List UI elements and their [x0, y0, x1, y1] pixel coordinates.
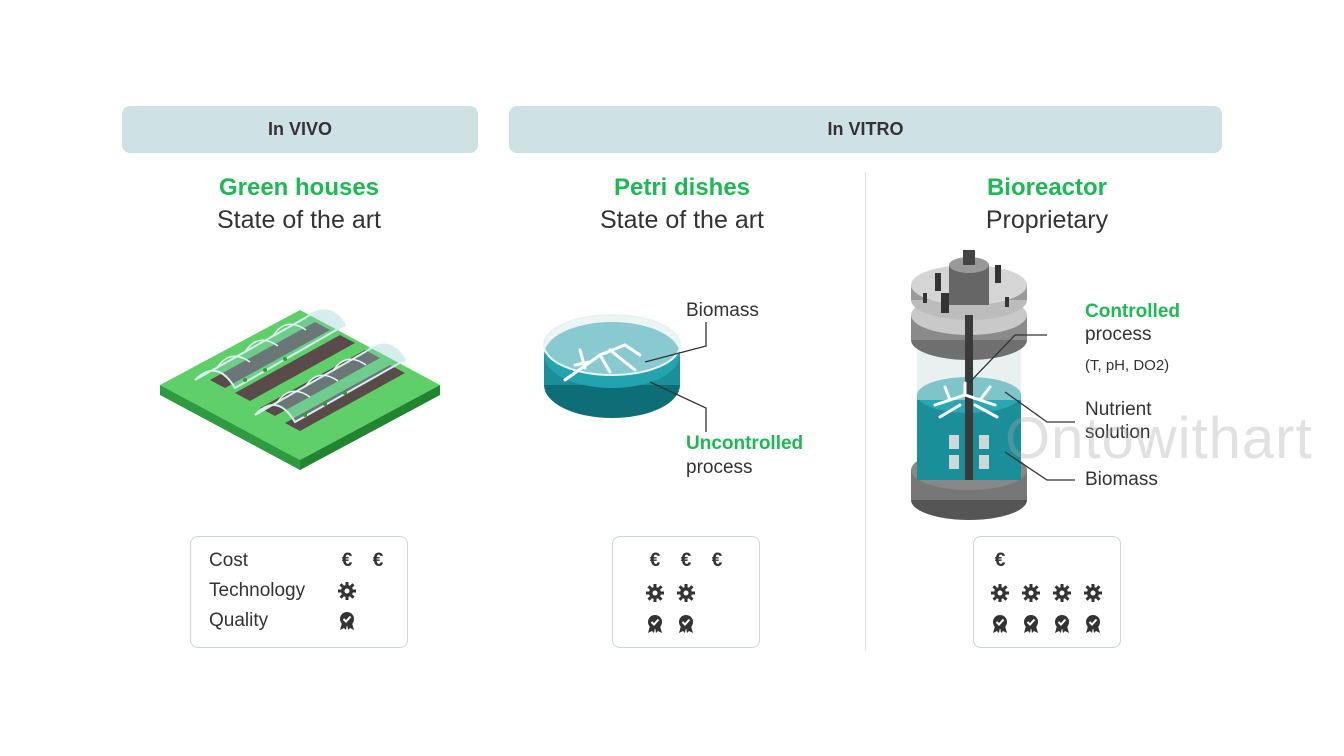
petri-leader-lines [644, 322, 707, 432]
euro-icon: € [680, 550, 692, 571]
gear-icon [1052, 583, 1072, 603]
bioreactor-subtitle: Proprietary [985, 206, 1109, 234]
rating-label-cost: Cost [209, 550, 249, 571]
greenhouses-title: Green houses [218, 174, 380, 201]
gear-icon [1083, 583, 1103, 603]
rating-label-quality: Quality [209, 610, 269, 631]
petri-technology-icons [645, 578, 707, 608]
euro-icon: € [649, 550, 661, 571]
euro-icon: € [372, 550, 384, 571]
header-in-vitro: In VITRO [509, 106, 1222, 153]
rating-box-petri: € € € [612, 536, 760, 648]
bioreactor-technology-icons [990, 578, 1114, 608]
award-icon [990, 614, 1010, 634]
petri-subtitle: State of the art [600, 206, 764, 234]
gear-icon [1021, 583, 1041, 603]
award-icon [645, 614, 665, 634]
bioreactor-title: Bioreactor [986, 174, 1108, 201]
petri-uncontrolled-label: Uncontrolled [686, 433, 804, 454]
watermark-text: Ontowithart [1005, 406, 1313, 471]
euro-icon: € [341, 550, 353, 571]
gear-icon [645, 583, 665, 603]
bioreactor-illustration [911, 250, 1027, 520]
greenhouses-cost-icons: €€ [337, 546, 399, 576]
petri-quality-icons [645, 609, 707, 639]
award-icon [1021, 614, 1041, 634]
award-icon [1052, 614, 1072, 634]
award-icon [1083, 614, 1103, 634]
bioreactor-cost-icons: € [990, 546, 1021, 576]
column-title-greenhouses: Green houses State of the art [149, 172, 449, 236]
header-in-vivo-label: In VIVO [267, 119, 332, 139]
award-icon [337, 611, 357, 631]
rating-box-bioreactor: € [973, 536, 1121, 648]
petri-cost-icons: € € € [645, 546, 738, 576]
petri-title: Petri dishes [613, 174, 751, 201]
greenhouse-illustration [160, 309, 440, 470]
rating-box-greenhouses: Cost Technology Quality €€ [190, 536, 408, 648]
rating-row-technology: Technology [209, 576, 305, 606]
award-icon [676, 614, 696, 634]
column-divider [865, 172, 866, 650]
rating-label-technology: Technology [209, 580, 306, 601]
greenhouses-subtitle: State of the art [217, 206, 381, 234]
greenhouses-quality-icons [337, 606, 368, 636]
bioreactor-process-label: process [1085, 324, 1152, 345]
gear-icon [990, 583, 1010, 603]
column-title-petri: Petri dishes State of the art [532, 172, 832, 236]
bioreactor-nutrient-label: Nutrient [1085, 399, 1152, 420]
bioreactor-controlled-label: Controlled [1085, 301, 1180, 322]
header-in-vivo: In VIVO [122, 106, 478, 153]
gear-icon [337, 581, 357, 601]
euro-icon: € [994, 550, 1006, 571]
rating-row-quality: Quality [209, 606, 268, 636]
greenhouses-technology-icons [337, 576, 368, 606]
rating-row-cost: Cost [209, 546, 248, 576]
euro-icon: € [711, 550, 723, 571]
bioreactor-biomass-label: Biomass [1085, 469, 1158, 490]
column-title-bioreactor: Bioreactor Proprietary [897, 172, 1197, 236]
petri-biomass-label: Biomass [686, 300, 759, 321]
header-in-vitro-label: In VITRO [827, 119, 904, 139]
gear-icon [676, 583, 696, 603]
bioreactor-params-label: (T, pH, DO2) [1085, 357, 1170, 374]
bioreactor-leader-lines [966, 334, 1075, 481]
bioreactor-solution-label: solution [1085, 422, 1151, 443]
petri-dish-illustration [543, 314, 681, 418]
bioreactor-quality-icons [990, 609, 1114, 639]
petri-process-label: process [686, 457, 753, 478]
